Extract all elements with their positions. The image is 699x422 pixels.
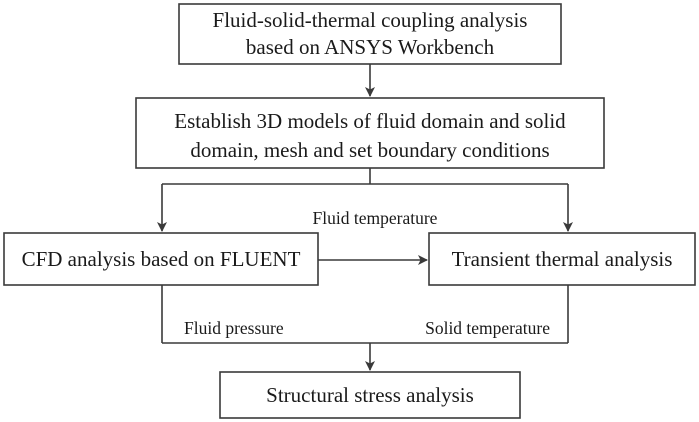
edges xyxy=(157,64,573,371)
node-models-line1: Establish 3D models of fluid domain and … xyxy=(174,109,566,133)
node-cfd: CFD analysis based on FLUENT xyxy=(3,232,319,286)
node-models-box xyxy=(135,97,605,169)
node-top-box xyxy=(178,3,562,65)
node-cfd-box xyxy=(3,232,319,286)
node-stress-line1: Structural stress analysis xyxy=(266,383,474,407)
node-top: Fluid-solid-thermal coupling analysis ba… xyxy=(178,3,562,65)
node-thermal: Transient thermal analysis xyxy=(428,232,696,286)
node-cfd-line1: CFD analysis based on FLUENT xyxy=(22,247,301,271)
label-solid-temperature: Solid temperature xyxy=(425,318,550,338)
edge-labels: Fluid temperature Fluid pressure Solid t… xyxy=(184,208,550,338)
node-stress-box xyxy=(219,371,521,419)
label-fluid-pressure: Fluid pressure xyxy=(184,318,284,338)
node-models: Establish 3D models of fluid domain and … xyxy=(135,97,605,169)
node-models-line2: domain, mesh and set boundary conditions xyxy=(190,138,549,162)
node-thermal-box xyxy=(428,232,696,286)
label-fluid-temperature: Fluid temperature xyxy=(313,208,438,228)
node-top-line2: based on ANSYS Workbench xyxy=(246,35,495,59)
node-stress: Structural stress analysis xyxy=(219,371,521,419)
node-top-line1: Fluid-solid-thermal coupling analysis xyxy=(213,8,528,32)
node-thermal-line1: Transient thermal analysis xyxy=(452,247,673,271)
